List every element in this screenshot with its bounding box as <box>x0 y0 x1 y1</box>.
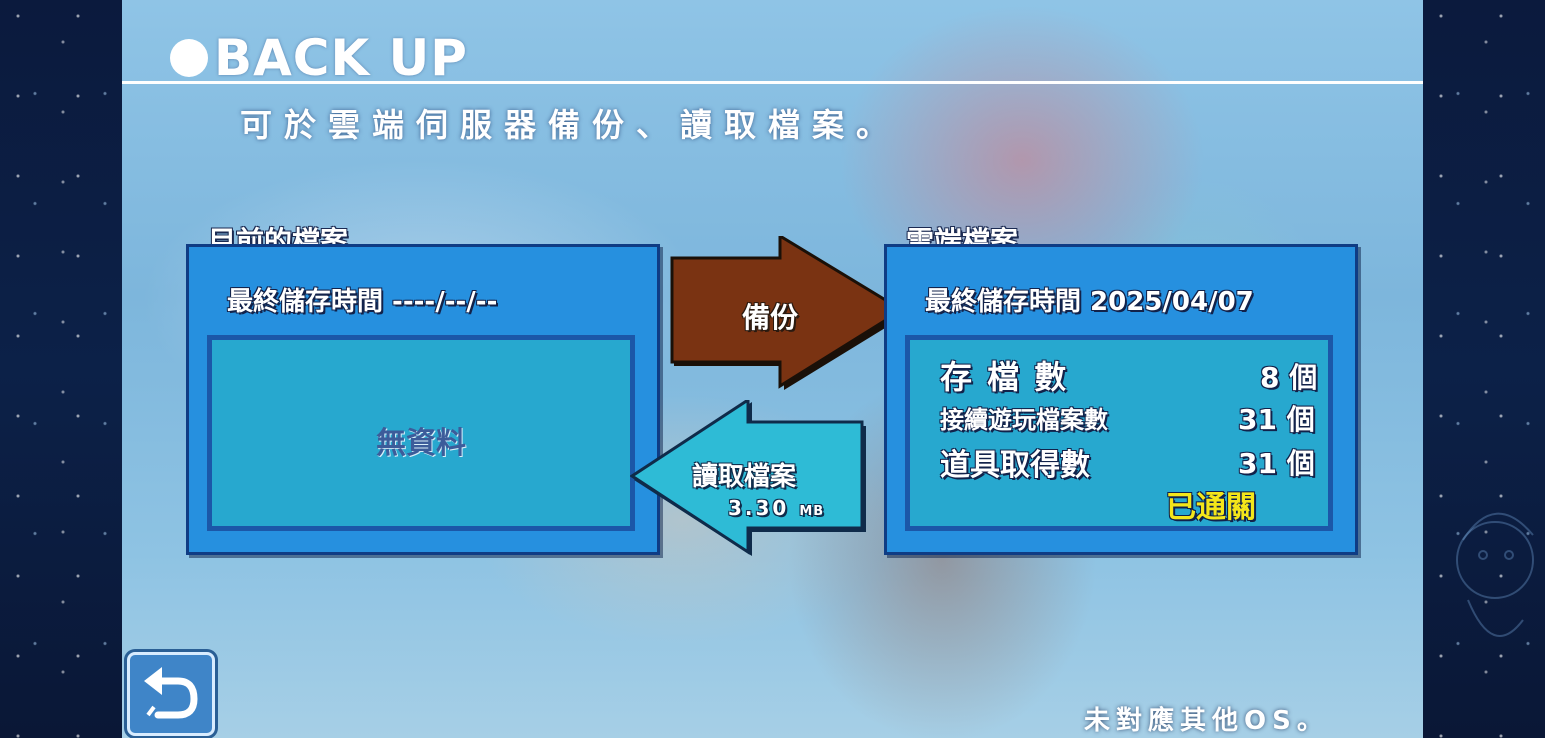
os-note: 未對應其他OS。 <box>1084 706 1329 736</box>
no-data-text: 無資料 <box>376 426 466 461</box>
starfield-right <box>1423 0 1545 738</box>
cloud-file-panel[interactable]: 最終儲存時間 2025/04/07 存 檔 數 8 個 接續遊玩檔案數 31 個… <box>884 244 1358 555</box>
load-size-value: 3.30 <box>728 496 790 520</box>
back-button[interactable] <box>127 652 215 736</box>
title-divider <box>122 81 1423 84</box>
save-count-value: 8 個 <box>1260 361 1318 394</box>
starfield-left <box>0 0 122 738</box>
continue-count-value: 31 個 <box>1238 403 1315 436</box>
item-count-label: 道具取得數 <box>940 448 1090 483</box>
load-size: 3.30 MB <box>728 496 824 520</box>
load-label: 讀取檔案 <box>692 462 797 492</box>
mascot-watermark-icon <box>1456 512 1534 637</box>
back-return-icon <box>144 667 198 719</box>
backup-button[interactable] <box>670 236 912 396</box>
save-count-label: 存 檔 數 <box>940 358 1069 396</box>
current-last-saved: 最終儲存時間 ----/--/-- <box>227 287 498 317</box>
item-count-value: 31 個 <box>1238 447 1315 480</box>
bullet-dot-icon <box>170 38 208 77</box>
load-file-button[interactable] <box>630 400 870 560</box>
cloud-last-saved: 最終儲存時間 2025/04/07 <box>925 287 1254 317</box>
game-screen: BACK UP 可於雲端伺服器備份、讀取檔案。 目前的檔案 最終儲存時間 ---… <box>122 0 1423 738</box>
current-file-detail: 無資料 <box>207 335 635 531</box>
cleared-status: 已通關 <box>1166 490 1256 525</box>
current-file-panel[interactable]: 最終儲存時間 ----/--/-- 無資料 <box>186 244 660 555</box>
page-title-text: BACK UP <box>214 29 468 87</box>
page-subtitle: 可於雲端伺服器備份、讀取檔案。 <box>240 106 901 144</box>
backup-label: 備份 <box>742 301 799 334</box>
load-size-unit: MB <box>799 504 825 519</box>
cloud-file-detail: 存 檔 數 8 個 接續遊玩檔案數 31 個 道具取得數 31 個 已通關 <box>905 335 1333 531</box>
continue-count-label: 接續遊玩檔案數 <box>940 406 1108 434</box>
page-title: BACK UP <box>170 30 468 86</box>
